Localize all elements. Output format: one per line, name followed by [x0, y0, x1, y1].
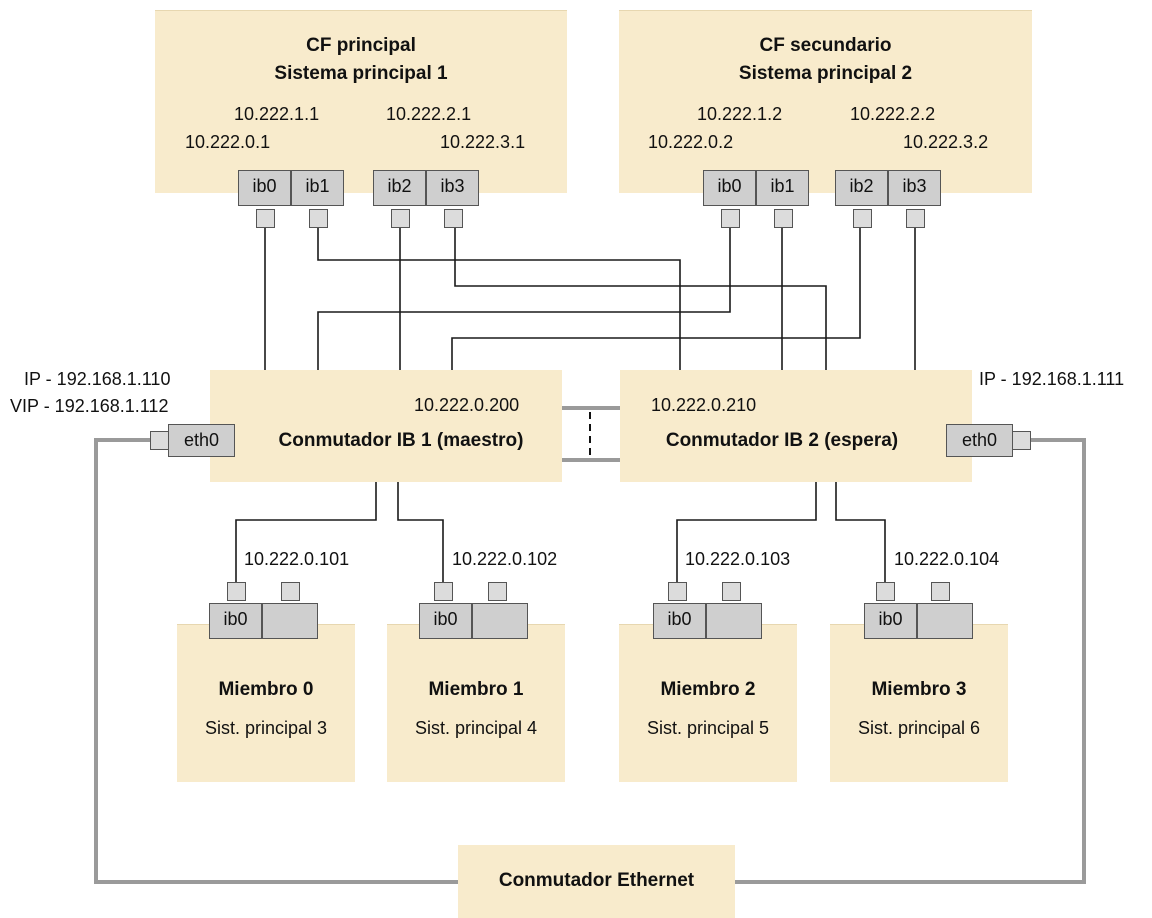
cf-secondary-title: CF secundario: [759, 35, 892, 56]
switch2-port-eth0: eth0: [946, 424, 1013, 457]
ib-cable-member2: [676, 482, 817, 582]
cf-primary-ib0-ip: 10.222.0.1: [185, 132, 271, 152]
cf-secondary-connector-ib0: [721, 209, 740, 228]
ib-cable-cf2-ib0: [317, 228, 731, 370]
switch1-port-eth0: eth0: [168, 424, 235, 457]
cf-primary-port-ib0: ib0: [238, 170, 291, 206]
cf-secondary-port-ib0: ib0: [703, 170, 756, 206]
cf-secondary-connector-ib3: [906, 209, 925, 228]
member1-host-name: Sist. principal 4: [414, 718, 538, 738]
switch2-eth0-connector: [1012, 431, 1031, 450]
member1-host: Miembro 1 Sist. principal 4: [387, 624, 565, 782]
member2-connector-spare: [722, 582, 741, 601]
cf-secondary-port-ib3: ib3: [888, 170, 941, 206]
member3-connector-spare: [931, 582, 950, 601]
switch1-mgmt-ip: IP - 192.168.1.110: [24, 369, 171, 389]
switch1-name: Conmutador IB 1 (maestro): [278, 430, 524, 451]
switch2-ib-ip: 10.222.0.210: [651, 395, 757, 415]
cf-secondary-connector-ib2: [853, 209, 872, 228]
member1-port-spare: [472, 603, 528, 639]
cf-primary-host: CF principal Sistema principal 1: [155, 10, 567, 193]
member0-ip: 10.222.0.101: [244, 549, 350, 569]
member2-port-ib0: ib0: [653, 603, 706, 639]
member0-name: Miembro 0: [218, 679, 314, 700]
member0-host: Miembro 0 Sist. principal 3: [177, 624, 355, 782]
cf-secondary-host-name: Sistema principal 2: [738, 63, 913, 84]
member3-name: Miembro 3: [871, 679, 967, 700]
cf-primary-connector-ib1: [309, 209, 328, 228]
member3-port-ib0: ib0: [864, 603, 917, 639]
member2-host: Miembro 2 Sist. principal 5: [619, 624, 797, 782]
cf-primary-connector-ib3: [444, 209, 463, 228]
member1-connector-spare: [488, 582, 507, 601]
member2-port-spare: [706, 603, 762, 639]
cf-primary-port-ib1: ib1: [291, 170, 344, 206]
cf-secondary-ib1-ip: 10.222.1.2: [697, 104, 783, 124]
member3-host-name: Sist. principal 6: [857, 718, 981, 738]
ib-cable-cf1-ib3: [454, 228, 827, 370]
ib-cable-cf2-ib2: [451, 228, 861, 370]
ethernet-cable-switch2: [735, 438, 1086, 884]
member1-connector-ib0: [434, 582, 453, 601]
cf-primary-title: CF principal: [306, 35, 416, 56]
ib-cable-member0: [235, 482, 377, 582]
switch1-eth0-connector: [150, 431, 169, 450]
ethernet-switch-name: Conmutador Ethernet: [498, 870, 695, 891]
switch2-mgmt-ip: IP - 192.168.1.111: [979, 369, 1125, 389]
cf-secondary-port-ib1: ib1: [756, 170, 809, 206]
member0-host-name: Sist. principal 3: [204, 718, 328, 738]
cf-primary-host-name: Sistema principal 1: [274, 63, 448, 84]
member0-port-spare: [262, 603, 318, 639]
cf-primary-connector-ib2: [391, 209, 410, 228]
member3-host: Miembro 3 Sist. principal 6: [830, 624, 1008, 782]
cf-secondary-ib2-ip: 10.222.2.2: [850, 104, 936, 124]
cf-primary-ib3-ip: 10.222.3.1: [440, 132, 526, 152]
switch1-vip: VIP - 192.168.1.112: [10, 396, 169, 416]
member3-connector-ib0: [876, 582, 895, 601]
member0-connector-ib0: [227, 582, 246, 601]
ib-switch-1: 10.222.0.200 Conmutador IB 1 (maestro): [210, 370, 562, 482]
ib-cable-member3: [835, 482, 886, 582]
member2-host-name: Sist. principal 5: [646, 718, 770, 738]
cf-secondary-host: CF secundario Sistema principal 2: [619, 10, 1032, 193]
member0-connector-spare: [281, 582, 300, 601]
member1-ip: 10.222.0.102: [452, 549, 558, 569]
member2-name: Miembro 2: [660, 679, 756, 700]
member0-port-ib0: ib0: [209, 603, 262, 639]
member1-name: Miembro 1: [428, 679, 524, 700]
ib-switch-2: 10.222.0.210 Conmutador IB 2 (espera): [620, 370, 972, 482]
switch2-name: Conmutador IB 2 (espera): [665, 430, 899, 451]
member3-ip: 10.222.0.104: [894, 549, 1000, 569]
member1-port-ib0: ib0: [419, 603, 472, 639]
cf-primary-ib1-ip: 10.222.1.1: [234, 104, 320, 124]
infiniband-cables: [235, 228, 916, 582]
member3-port-spare: [917, 603, 973, 639]
cf-secondary-ib0-ip: 10.222.0.2: [648, 132, 734, 152]
ib-cable-cf1-ib1: [317, 228, 681, 370]
switch1-ib-ip: 10.222.0.200: [414, 395, 520, 415]
cf-secondary-connector-ib1: [774, 209, 793, 228]
cf-primary-connector-ib0: [256, 209, 275, 228]
ethernet-switch: Conmutador Ethernet: [458, 845, 735, 918]
ib-cable-member1: [397, 482, 444, 582]
cf-primary-port-ib3: ib3: [426, 170, 479, 206]
ethernet-cables: [94, 406, 1086, 884]
cf-secondary-port-ib2: ib2: [835, 170, 888, 206]
cf-primary-ib2-ip: 10.222.2.1: [386, 104, 472, 124]
ethernet-cable-switch1: [94, 438, 458, 884]
cf-secondary-ib3-ip: 10.222.3.2: [903, 132, 989, 152]
member2-ip: 10.222.0.103: [685, 549, 791, 569]
cf-primary-port-ib2: ib2: [373, 170, 426, 206]
member2-connector-ib0: [668, 582, 687, 601]
